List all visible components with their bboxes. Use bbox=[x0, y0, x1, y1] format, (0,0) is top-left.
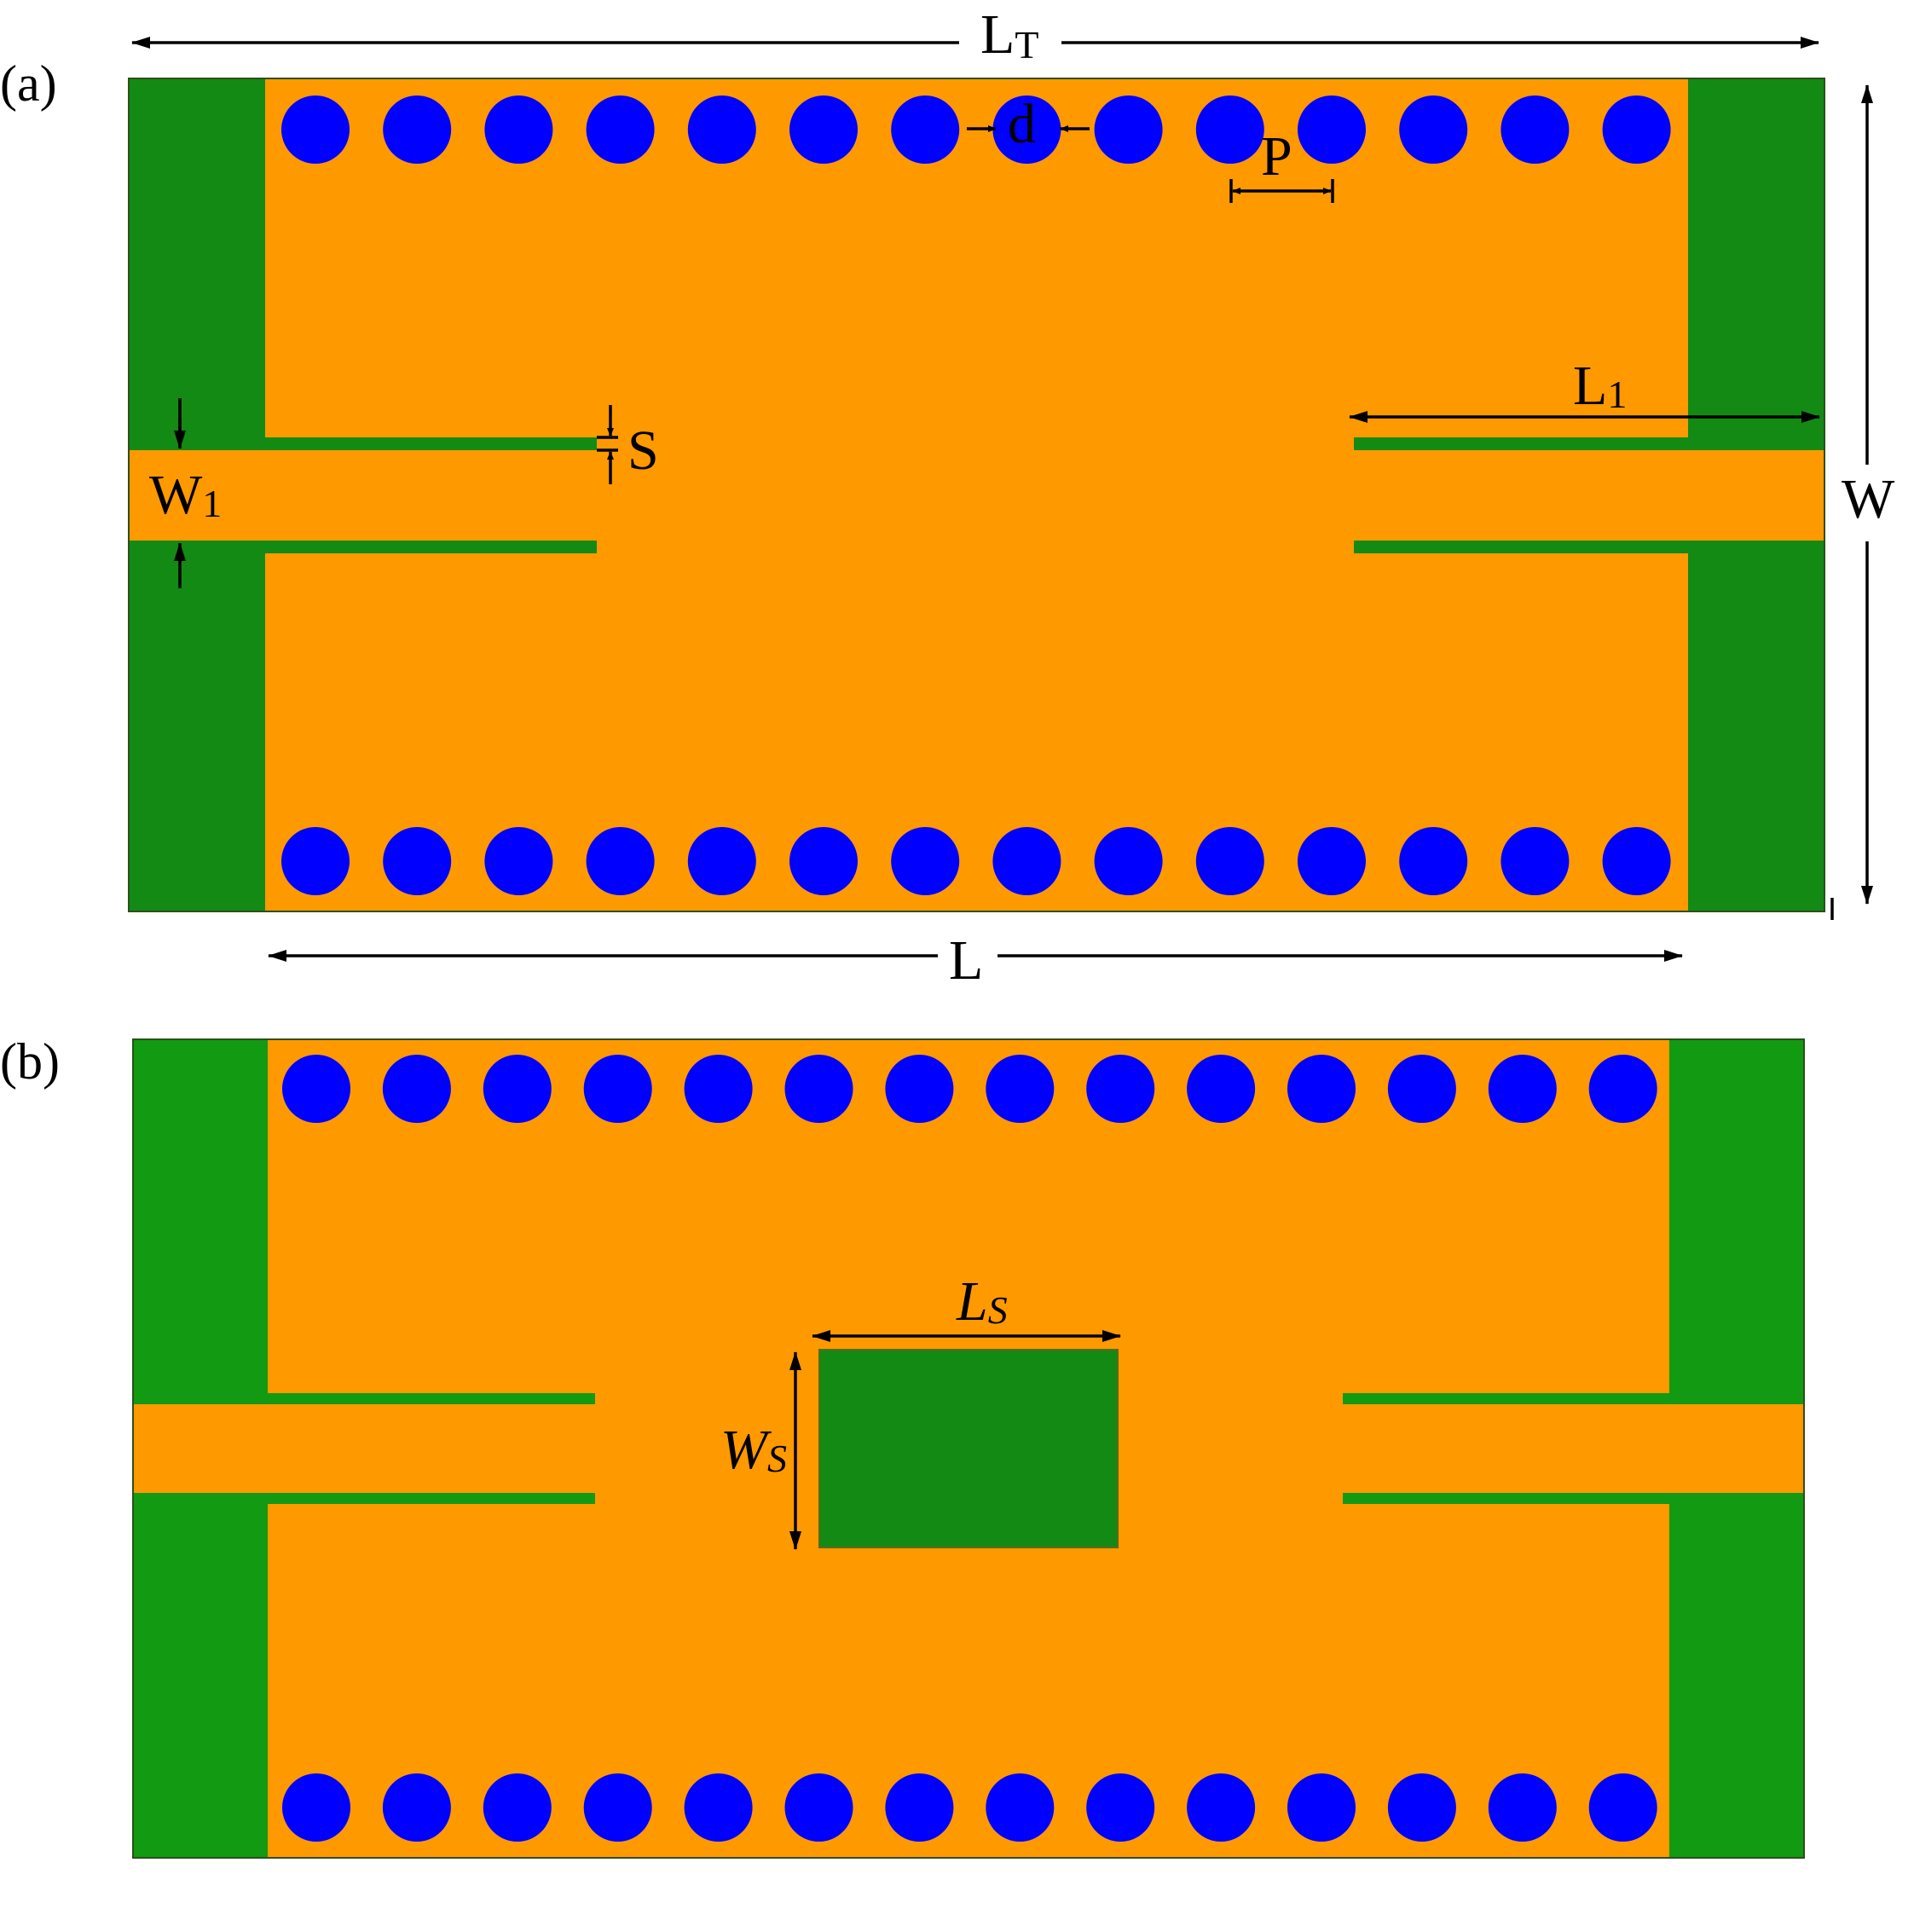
panel-a-top-via-7 bbox=[891, 95, 960, 164]
panel-a-top-via-9 bbox=[1094, 95, 1163, 164]
panel-a-bottom-via-13 bbox=[1501, 827, 1570, 895]
panel-b-top-via-6 bbox=[784, 1055, 853, 1123]
panel-a-label: (a) bbox=[0, 55, 57, 112]
panel-b-bottom-via-14 bbox=[1588, 1773, 1657, 1842]
panel-a-via-row-bottom bbox=[281, 827, 1671, 895]
dim-l1-label: L1 bbox=[1573, 355, 1627, 417]
panel-b-slot-left-bottom bbox=[268, 1493, 595, 1504]
panel-b-top-via-7 bbox=[885, 1055, 954, 1123]
panel-a-top-via-8 bbox=[992, 95, 1061, 164]
panel-a-top-via-2 bbox=[383, 95, 452, 164]
dim-p-label: P bbox=[1261, 125, 1292, 188]
dim-s-label: S bbox=[627, 419, 659, 482]
panel-b-top-via-4 bbox=[583, 1055, 652, 1123]
panel-b-top-via-12 bbox=[1387, 1055, 1456, 1123]
panel-a-bottom-via-1 bbox=[281, 827, 350, 895]
panel-a-top-via-12 bbox=[1399, 95, 1468, 164]
panel-b-top-via-14 bbox=[1588, 1055, 1657, 1123]
panel-a-via-row-top bbox=[281, 95, 1671, 164]
panel-b-bottom-via-7 bbox=[885, 1773, 954, 1842]
panel-a-bottom-via-11 bbox=[1298, 827, 1366, 895]
panel-a-bottom-via-4 bbox=[586, 827, 655, 895]
panel-b-top-via-5 bbox=[684, 1055, 753, 1123]
panel-b-feed-right bbox=[1343, 1404, 1804, 1493]
panel-a-top-via-13 bbox=[1501, 95, 1570, 164]
panel-b-bottom-via-8 bbox=[986, 1773, 1055, 1842]
dim-ws-label: WS bbox=[720, 1419, 787, 1481]
panel-b-bottom-via-11 bbox=[1287, 1773, 1356, 1842]
panel-b-bottom-via-12 bbox=[1387, 1773, 1456, 1842]
panel-a-top-via-5 bbox=[687, 95, 756, 164]
panel-a-slot-left-bottom bbox=[265, 541, 597, 553]
panel-b-slot-right-bottom bbox=[1343, 1493, 1669, 1504]
panel-b-center-slot bbox=[818, 1349, 1119, 1548]
panel-a-bottom-via-6 bbox=[789, 827, 858, 895]
panel-b-bottom-via-2 bbox=[382, 1773, 451, 1842]
panel-b-bottom-via-4 bbox=[583, 1773, 652, 1842]
panel-b-top-via-8 bbox=[986, 1055, 1055, 1123]
panel-a-top-via-4 bbox=[586, 95, 655, 164]
panel-a-outline bbox=[128, 78, 1825, 912]
panel-b-top-via-9 bbox=[1086, 1055, 1155, 1123]
panel-a-bottom-via-2 bbox=[383, 827, 452, 895]
panel-b-via-row-top bbox=[282, 1055, 1657, 1123]
panel-b-bottom-via-5 bbox=[684, 1773, 753, 1842]
panel-a-slot-left-top bbox=[265, 437, 597, 450]
panel-a-top-via-10 bbox=[1195, 95, 1264, 164]
panel-a-feed-left bbox=[129, 450, 597, 541]
panel-b-bottom-via-3 bbox=[483, 1773, 552, 1842]
panel-b-bottom-via-10 bbox=[1187, 1773, 1256, 1842]
panel-b: (b) LS WS bbox=[0, 1033, 1805, 1859]
panel-a-bottom-via-3 bbox=[484, 827, 553, 895]
dim-d-label: d bbox=[1008, 93, 1036, 155]
panel-b-top-via-2 bbox=[382, 1055, 451, 1123]
panel-a-top-via-14 bbox=[1602, 95, 1671, 164]
panel-a-top-via-11 bbox=[1298, 95, 1366, 164]
panel-b-bottom-via-1 bbox=[282, 1773, 350, 1842]
panel-a-top-via-3 bbox=[484, 95, 553, 164]
panel-a-bottom-via-14 bbox=[1602, 827, 1671, 895]
panel-a-slot-right-top bbox=[1354, 437, 1688, 450]
panel-b-bottom-via-13 bbox=[1488, 1773, 1557, 1842]
panel-b-top-via-3 bbox=[483, 1055, 552, 1123]
dim-ls-label: LS bbox=[956, 1270, 1008, 1333]
panel-b-top-via-10 bbox=[1187, 1055, 1256, 1123]
panel-a-feed-right bbox=[1354, 450, 1824, 541]
panel-a-bottom-via-5 bbox=[687, 827, 756, 895]
panel-a-top-via-1 bbox=[281, 95, 350, 164]
panel-b-via-row-bottom bbox=[282, 1773, 1657, 1842]
panel-b-outline bbox=[132, 1038, 1805, 1859]
panel-a: (a) LT L W W1 bbox=[0, 3, 1895, 992]
dim-w1-label: W1 bbox=[149, 464, 222, 526]
panel-a-bottom-via-10 bbox=[1195, 827, 1264, 895]
panel-b-top-via-11 bbox=[1287, 1055, 1356, 1123]
panel-b-top-via-13 bbox=[1488, 1055, 1557, 1123]
panel-b-label: (b) bbox=[0, 1033, 60, 1090]
panel-a-bottom-via-7 bbox=[891, 827, 960, 895]
panel-a-slot-right-bottom bbox=[1354, 541, 1688, 553]
panel-b-bottom-via-6 bbox=[784, 1773, 853, 1842]
panel-b-bottom-via-9 bbox=[1086, 1773, 1155, 1842]
panel-a-bottom-via-12 bbox=[1399, 827, 1468, 895]
panel-b-top-via-1 bbox=[282, 1055, 350, 1123]
dim-l-label: L bbox=[949, 929, 983, 992]
panel-a-top-via-6 bbox=[789, 95, 858, 164]
panel-b-slot-left-top bbox=[268, 1393, 595, 1404]
dim-lt-label: LT bbox=[980, 3, 1038, 67]
panel-a-bottom-via-9 bbox=[1094, 827, 1163, 895]
panel-b-slot-right-top bbox=[1343, 1393, 1669, 1404]
panel-b-feed-left bbox=[133, 1404, 595, 1493]
dim-w-label: W bbox=[1842, 468, 1895, 530]
panel-a-bottom-via-8 bbox=[992, 827, 1061, 895]
